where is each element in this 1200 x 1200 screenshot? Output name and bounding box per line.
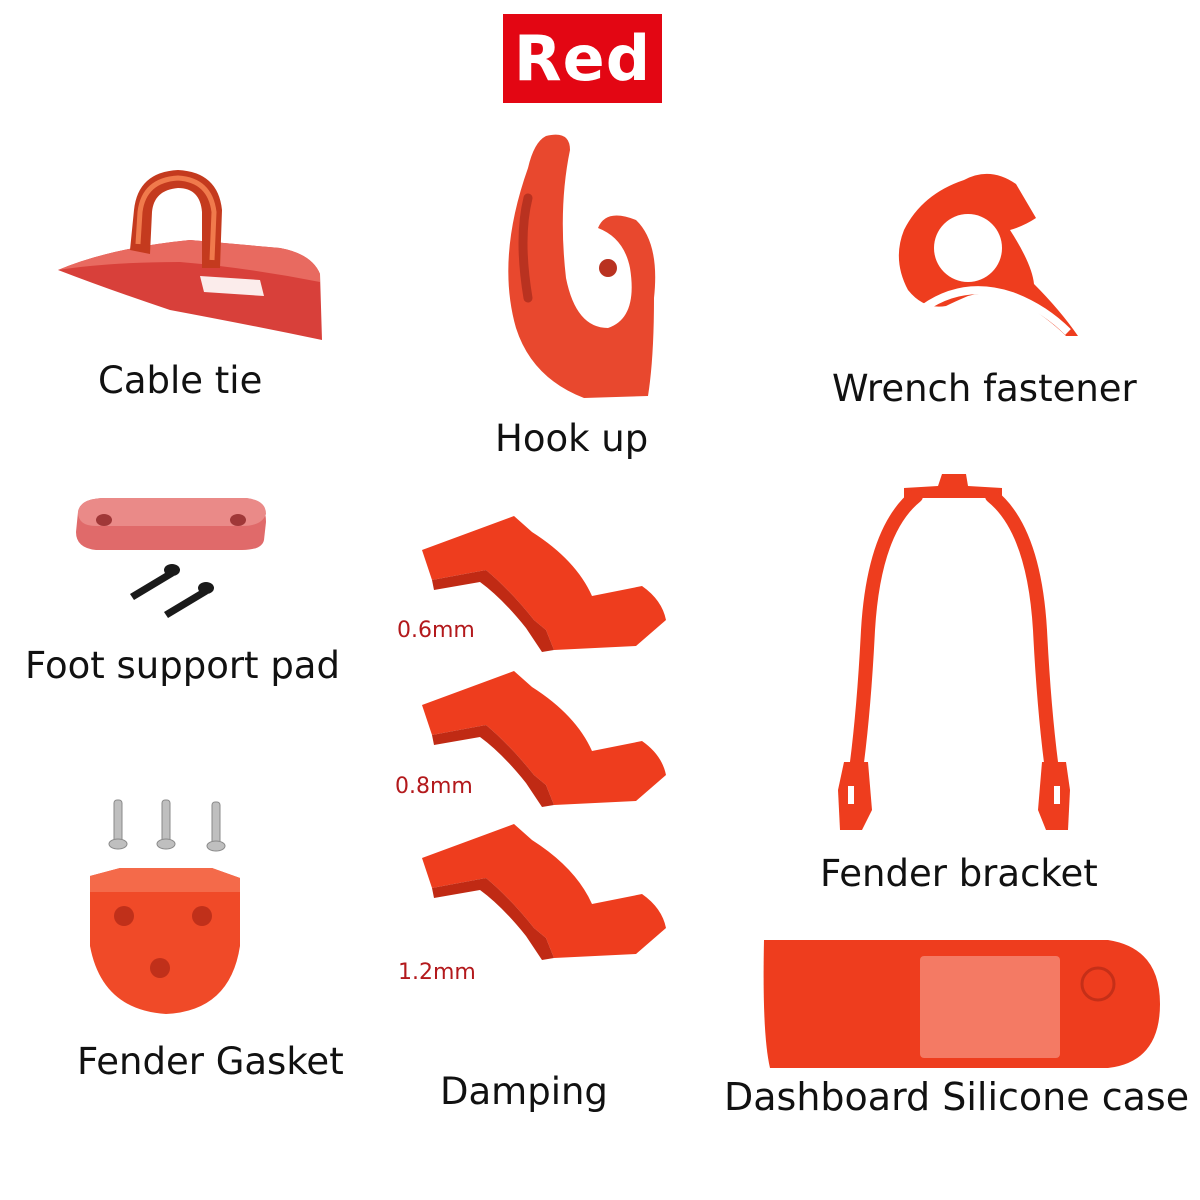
cable-tie-label: Cable tie: [98, 359, 263, 402]
damping-label: Damping: [440, 1070, 608, 1113]
damping-size-label: 0.8mm: [395, 774, 473, 799]
dashboard-case-icon: [763, 940, 1160, 1068]
color-badge-text: Red: [513, 21, 652, 95]
fender-bracket-label: Fender bracket: [820, 852, 1098, 895]
fender-gasket-icon: [90, 799, 240, 1014]
color-badge: Red: [503, 14, 662, 103]
damping-shim-icon: [422, 516, 666, 652]
foot-pad-icon: [76, 498, 266, 618]
fender-gasket-label: Fender Gasket: [77, 1040, 344, 1083]
damping-shim-icon: [422, 671, 666, 807]
damping-size-label: 1.2mm: [398, 960, 476, 985]
hook-up-label: Hook up: [495, 417, 649, 460]
foot-support-pad-label: Foot support pad: [25, 644, 340, 687]
wrench-fastener-icon: [898, 173, 1078, 336]
fender-bracket-icon: [838, 474, 1070, 830]
damping-shim-icon: [422, 824, 666, 960]
damping-size-label: 0.6mm: [397, 618, 475, 643]
hook-icon: [508, 134, 656, 398]
dashboard-case-label: Dashboard Silicone case: [724, 1075, 1190, 1119]
wrench-fastener-label: Wrench fastener: [832, 367, 1137, 410]
cable-tie-icon: [58, 170, 322, 340]
